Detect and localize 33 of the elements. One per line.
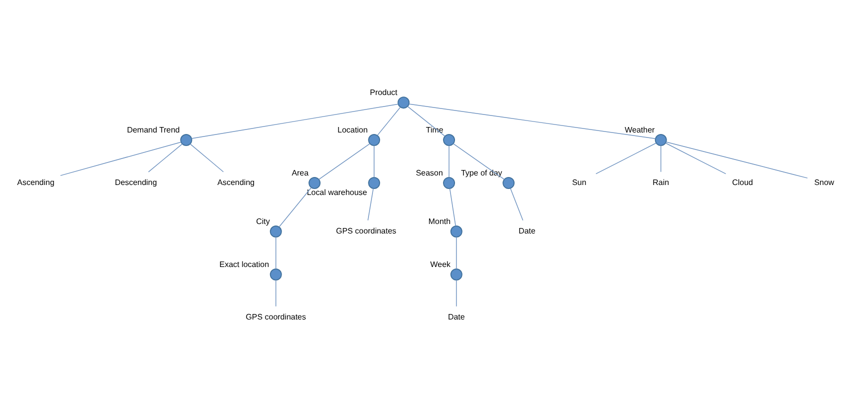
- connector: [407, 106, 446, 136]
- node-circle: [443, 176, 456, 188]
- node-circle: [308, 176, 321, 188]
- connector: [510, 187, 524, 220]
- connector: [377, 106, 401, 136]
- connector: [449, 188, 456, 226]
- node-circle: [450, 268, 462, 280]
- connector: [596, 142, 656, 174]
- connector: [456, 279, 457, 306]
- connector: [190, 143, 224, 172]
- node-circle: [654, 134, 667, 146]
- connector: [368, 188, 374, 220]
- connector: [408, 103, 656, 138]
- connector: [60, 141, 182, 176]
- connector: [448, 144, 450, 178]
- node-circle: [368, 176, 380, 188]
- connector: [456, 236, 457, 269]
- connector: [318, 142, 370, 180]
- connector: [666, 141, 808, 178]
- node-circle: [180, 134, 192, 146]
- node-circle: [502, 176, 515, 188]
- connector: [148, 143, 183, 172]
- connector: [660, 144, 662, 172]
- node-circle: [443, 134, 456, 146]
- connector: [191, 103, 399, 138]
- node-circle: [270, 225, 282, 238]
- node-circle: [450, 225, 462, 238]
- node-circle: [368, 134, 380, 146]
- node-circle: [270, 268, 282, 280]
- connector: [452, 142, 505, 180]
- connector: [665, 142, 726, 174]
- node-circle: [398, 96, 410, 108]
- connector: [278, 186, 312, 227]
